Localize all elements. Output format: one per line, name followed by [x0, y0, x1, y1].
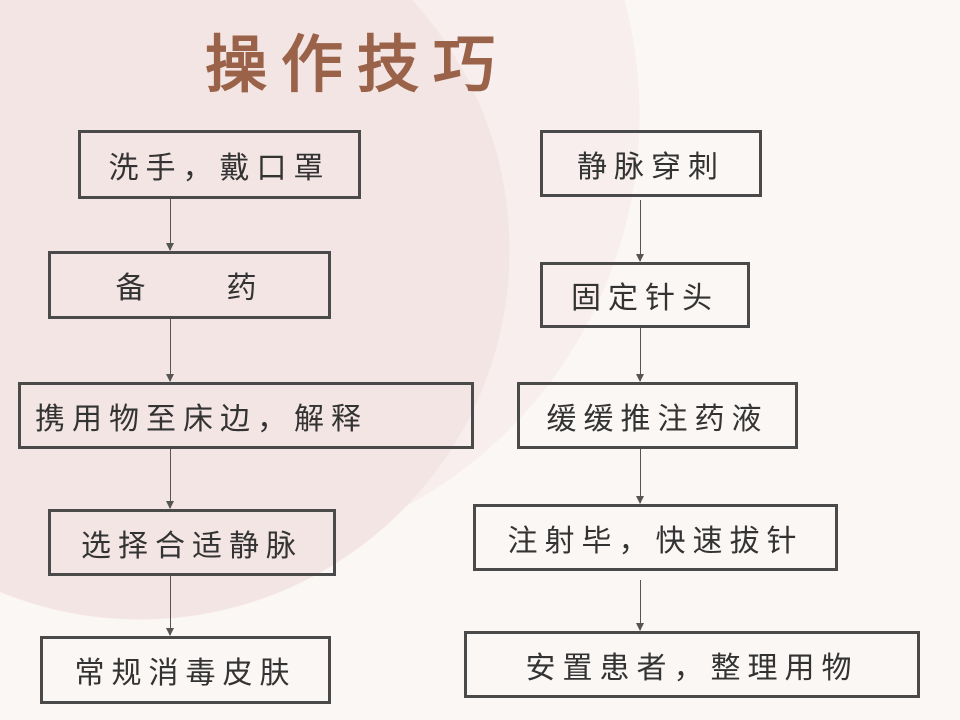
- arrow: [636, 200, 644, 262]
- arrow: [636, 580, 644, 631]
- arrow: [166, 319, 174, 382]
- step-inject-slowly: 缓缓推注药液: [517, 382, 798, 449]
- arrow: [166, 576, 174, 636]
- step-bring-supplies: 携用物至床边，解释: [18, 382, 474, 449]
- step-settle-patient: 安置患者，整理用物: [464, 631, 920, 698]
- step-select-vein: 选择合适静脉: [48, 509, 336, 576]
- slide-title: 操作技巧: [205, 28, 510, 101]
- arrow: [636, 449, 644, 504]
- arrow: [166, 199, 174, 251]
- arrow: [636, 328, 644, 382]
- step-wash-hands: 洗手，戴口罩: [78, 130, 361, 199]
- step-disinfect-skin: 常规消毒皮肤: [40, 636, 331, 704]
- step-prepare-medicine: 备 药: [48, 251, 331, 319]
- step-withdraw-needle: 注射毕，快速拔针: [473, 504, 838, 571]
- step-fix-needle: 固定针头: [540, 262, 750, 328]
- arrow: [166, 449, 174, 509]
- step-venipuncture: 静脉穿刺: [540, 130, 762, 197]
